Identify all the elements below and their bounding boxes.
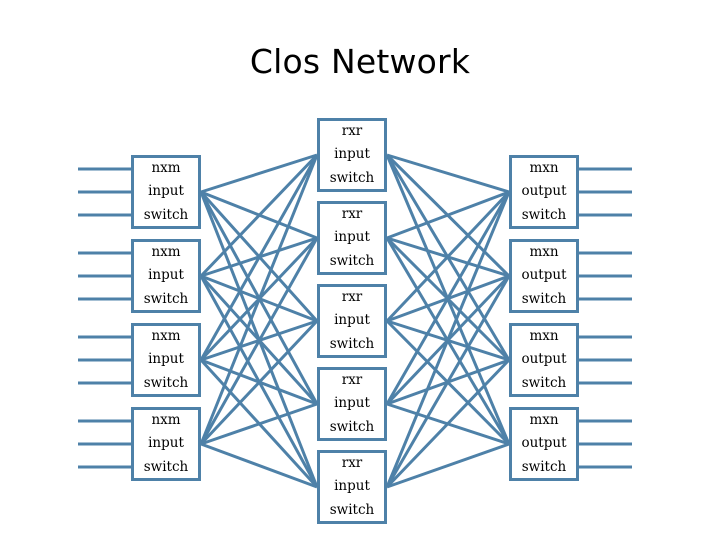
ingress-switch-3-line-3: switch	[143, 374, 189, 391]
middle-switch-2[interactable]: rxr input switch	[317, 201, 387, 275]
middle-switch-3[interactable]: rxr input switch	[317, 284, 387, 358]
egress-switch-2-line-2: output	[521, 267, 567, 284]
egress-switch-3-line-2: output	[521, 351, 567, 368]
middle-switch-2-line-1: rxr	[341, 206, 363, 223]
egress-switch-2-line-1: mxn	[529, 244, 559, 261]
link-middle3-egress1	[385, 190, 511, 323]
middle-switch-3-line-1: rxr	[341, 289, 363, 306]
ingress-switch-4-line-2: input	[148, 435, 184, 452]
middle-switch-4-line-2: input	[334, 395, 370, 412]
egress-switch-1[interactable]: mxn output switch	[509, 155, 579, 229]
ingress-switch-3-line-1: nxm	[151, 328, 181, 345]
link-middle4-egress1	[385, 191, 511, 405]
middle-switch-1[interactable]: rxr input switch	[317, 118, 387, 192]
link-ingress4-middle4	[200, 402, 318, 446]
ingress-switch-2-line-2: input	[148, 267, 184, 284]
egress-switch-1-line-2: output	[521, 183, 567, 200]
middle-switch-3-line-3: switch	[329, 335, 375, 352]
link-middle2-egress1	[386, 190, 510, 240]
ingress-switch-2[interactable]: nxm input switch	[131, 239, 201, 313]
middle-switch-2-line-2: input	[334, 229, 370, 246]
link-ingress2-middle1	[199, 153, 319, 278]
middle-switch-1-line-2: input	[334, 146, 370, 163]
egress-switch-1-line-1: mxn	[529, 160, 559, 177]
ingress-switch-3[interactable]: nxm input switch	[131, 323, 201, 397]
middle-switch-5[interactable]: rxr input switch	[317, 450, 387, 524]
egress-switch-2-line-3: switch	[521, 290, 567, 307]
middle-switch-1-line-1: rxr	[341, 123, 363, 140]
link-ingress4-middle1	[199, 154, 319, 445]
link-middle1-egress1	[386, 153, 510, 194]
middle-switch-4-line-1: rxr	[341, 372, 363, 389]
ingress-switch-2-line-3: switch	[143, 290, 189, 307]
link-ingress4-middle5	[200, 442, 318, 489]
link-middle5-egress4	[386, 442, 510, 489]
middle-switch-1-line-3: switch	[329, 169, 375, 186]
link-ingress4-middle3	[199, 319, 319, 446]
egress-switch-3[interactable]: mxn output switch	[509, 323, 579, 397]
middle-switch-4[interactable]: rxr input switch	[317, 367, 387, 441]
middle-switch-2-line-3: switch	[329, 252, 375, 269]
ingress-switch-4[interactable]: nxm input switch	[131, 407, 201, 481]
ingress-switch-4-line-3: switch	[143, 458, 189, 475]
egress-switch-4-line-2: output	[521, 435, 567, 452]
ingress-switch-1-line-3: switch	[143, 206, 189, 223]
ingress-switch-1-line-2: input	[148, 183, 184, 200]
egress-switch-1-line-3: switch	[521, 206, 567, 223]
link-ingress3-middle1	[199, 154, 319, 361]
link-middle5-egress1	[385, 191, 511, 488]
egress-switch-3-line-3: switch	[521, 374, 567, 391]
link-middle5-egress2	[385, 275, 511, 488]
ingress-switch-3-line-2: input	[148, 351, 184, 368]
middle-switch-5-line-1: rxr	[341, 455, 363, 472]
ingress-switch-2-line-1: nxm	[151, 244, 181, 261]
egress-switch-2[interactable]: mxn output switch	[509, 239, 579, 313]
egress-switch-4-line-1: mxn	[529, 412, 559, 429]
page-title: Clos Network	[249, 42, 471, 81]
ingress-switch-1-line-1: nxm	[151, 160, 181, 177]
ingress-switch-1[interactable]: nxm input switch	[131, 155, 201, 229]
link-ingress4-middle2	[199, 237, 319, 445]
middle-switch-5-line-3: switch	[329, 501, 375, 518]
egress-switch-4-line-3: switch	[521, 458, 567, 475]
ingress-switch-4-line-1: nxm	[151, 412, 181, 429]
middle-switch-4-line-3: switch	[329, 418, 375, 435]
middle-switch-3-line-2: input	[334, 312, 370, 329]
middle-switch-5-line-2: input	[334, 478, 370, 495]
egress-switch-3-line-1: mxn	[529, 328, 559, 345]
link-ingress1-middle1	[200, 153, 318, 194]
egress-switch-4[interactable]: mxn output switch	[509, 407, 579, 481]
link-middle5-egress3	[385, 358, 511, 489]
